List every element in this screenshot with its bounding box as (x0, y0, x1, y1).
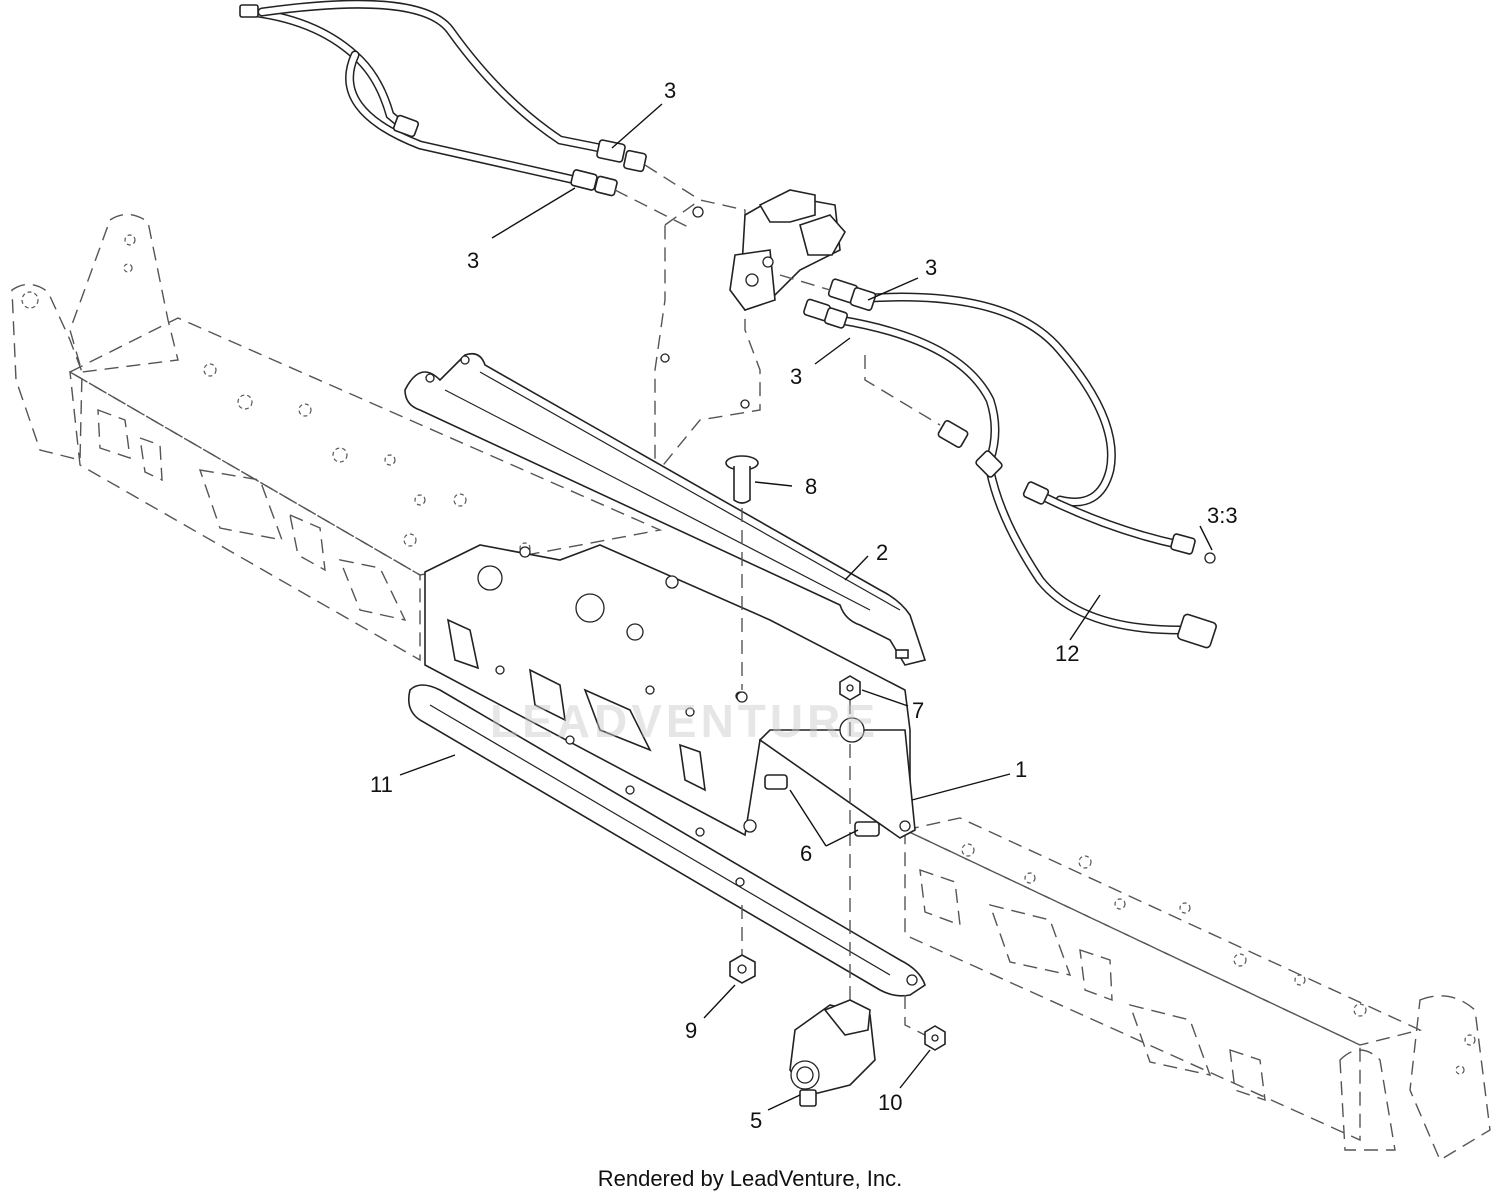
callout-5: 5 (750, 1108, 762, 1133)
bolts-part-6 (743, 774, 911, 837)
callout-3-3: 3:3 (1207, 503, 1238, 528)
callout-12: 12 (1055, 641, 1079, 666)
hydraulic-hoses-upper (239, 0, 701, 229)
nut-part-7 (839, 675, 861, 1000)
callout-10: 10 (878, 1090, 902, 1115)
callout-8: 8 (805, 474, 817, 499)
lower-strap-part-11 (407, 684, 926, 997)
nut-part-9 (729, 954, 756, 984)
callout-1: 1 (1015, 757, 1027, 782)
valve-bracket (654, 199, 761, 477)
callout-3-right-upper: 3 (925, 255, 937, 280)
mount-plate-part-1 (424, 544, 916, 839)
callout-3-top: 3 (664, 78, 676, 103)
hydraulic-hoses-right (779, 274, 1217, 649)
callout-6: 6 (800, 841, 812, 866)
callout-3-right-lower: 3 (790, 364, 802, 389)
pin-part-8 (725, 455, 759, 960)
upper-channel-part-2 (404, 352, 927, 666)
callout-11: 11 (370, 772, 393, 797)
hydraulic-valve-block (729, 189, 846, 311)
rendered-by-credit: Rendered by LeadVenture, Inc. (597, 1166, 903, 1191)
valve-part-5 (789, 999, 876, 1107)
nut-part-10 (904, 995, 946, 1051)
callout-2: 2 (876, 540, 888, 565)
frame-rail (11, 213, 1491, 1162)
callout-7: 7 (912, 698, 924, 723)
leader-lines (399, 103, 1213, 1111)
callout-labels: 3 3 3 3 3:3 8 2 12 7 1 11 6 9 10 5 (370, 78, 1238, 1133)
watermark: LEADVENTURE (490, 695, 879, 747)
callout-3-left: 3 (467, 248, 479, 273)
callout-9: 9 (685, 1018, 697, 1043)
